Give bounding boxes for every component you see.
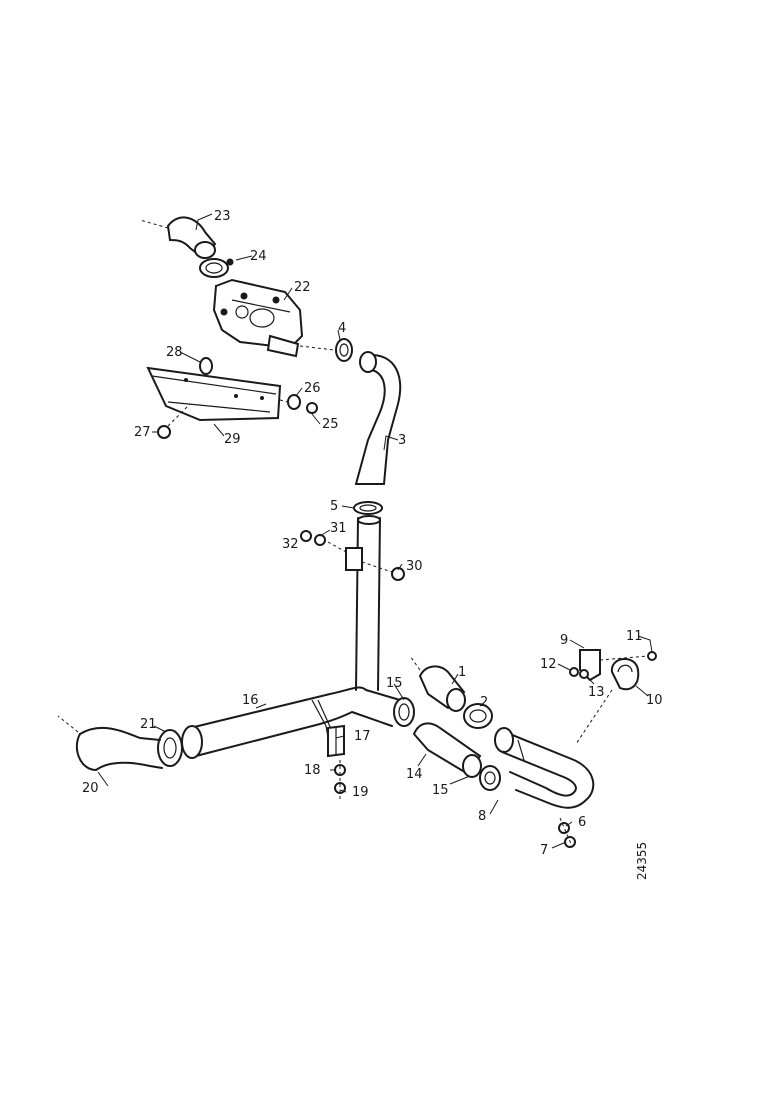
callout-14: 14 [406, 767, 423, 782]
hanger-leader [575, 689, 613, 745]
callout-18: 18 [304, 763, 321, 778]
vertical-pipe [355, 515, 381, 691]
part-12-nut [569, 667, 579, 677]
part-13-washer [579, 669, 589, 679]
part-32-nut [300, 530, 312, 542]
callout-2: 2 [480, 695, 488, 710]
drawing-number: 24355 [635, 842, 649, 880]
part-28-seal [199, 357, 213, 375]
callout-15-lower: 15 [432, 783, 449, 798]
callout-8: 8 [478, 809, 486, 824]
callout-3: 3 [398, 433, 406, 448]
part-21-clamp [157, 729, 183, 767]
callout-24: 24 [250, 249, 267, 264]
callout-22: 22 [294, 280, 311, 295]
callout-15-upper: 15 [386, 676, 403, 691]
part-1-pipe [409, 655, 466, 712]
part-24-clamp [199, 258, 234, 278]
part-20-tail-pipe [57, 715, 163, 771]
callout-28: 28 [166, 345, 183, 360]
part-bracket-mid [327, 541, 363, 571]
part-16-y-pipe [181, 686, 401, 759]
part-17-bracket [327, 724, 345, 758]
callout-23: 23 [214, 209, 231, 224]
part-31-washer [314, 534, 326, 546]
part-8-u-bend-pipe [494, 727, 595, 809]
part-15-clamp-upper [393, 697, 415, 727]
part-5-clamp [353, 501, 383, 515]
part-26-bolt [279, 394, 301, 410]
callout-21: 21 [140, 717, 157, 732]
part-3-bent-pipe [355, 351, 402, 485]
callout-5: 5 [330, 499, 338, 514]
callout-16: 16 [242, 693, 259, 708]
callout-31: 31 [330, 521, 347, 536]
callout-25: 25 [322, 417, 339, 432]
part-30-bolt [361, 561, 405, 581]
part-14-muffler-pipe [412, 722, 482, 778]
callout-1: 1 [458, 665, 466, 680]
callout-6: 6 [578, 815, 586, 830]
callout-32: 32 [282, 537, 299, 552]
callout-4: 4 [338, 321, 346, 336]
part-23-elbow-hose [139, 216, 217, 260]
part-10-rubber-hanger [610, 658, 640, 691]
callout-leaders [97, 213, 653, 849]
callout-12: 12 [540, 657, 557, 672]
callout-11: 11 [626, 629, 643, 644]
callout-27: 27 [134, 425, 151, 440]
part-4-clamp [299, 338, 353, 362]
callout-30: 30 [406, 559, 423, 574]
part-25-nut [306, 402, 318, 414]
callout-13: 13 [588, 685, 605, 700]
part-15-clamp-lower [479, 765, 501, 791]
part-2-clamp [463, 703, 493, 729]
callout-19: 19 [352, 785, 369, 800]
callout-7: 7 [540, 843, 548, 858]
callout-10: 10 [646, 693, 663, 708]
part-22-manifold-housing [212, 278, 304, 358]
callout-20: 20 [82, 781, 99, 796]
callout-29: 29 [224, 432, 241, 447]
callout-9: 9 [560, 633, 568, 648]
callout-26: 26 [304, 381, 321, 396]
callout-17: 17 [354, 729, 371, 744]
part-29-heat-shield [146, 366, 282, 422]
